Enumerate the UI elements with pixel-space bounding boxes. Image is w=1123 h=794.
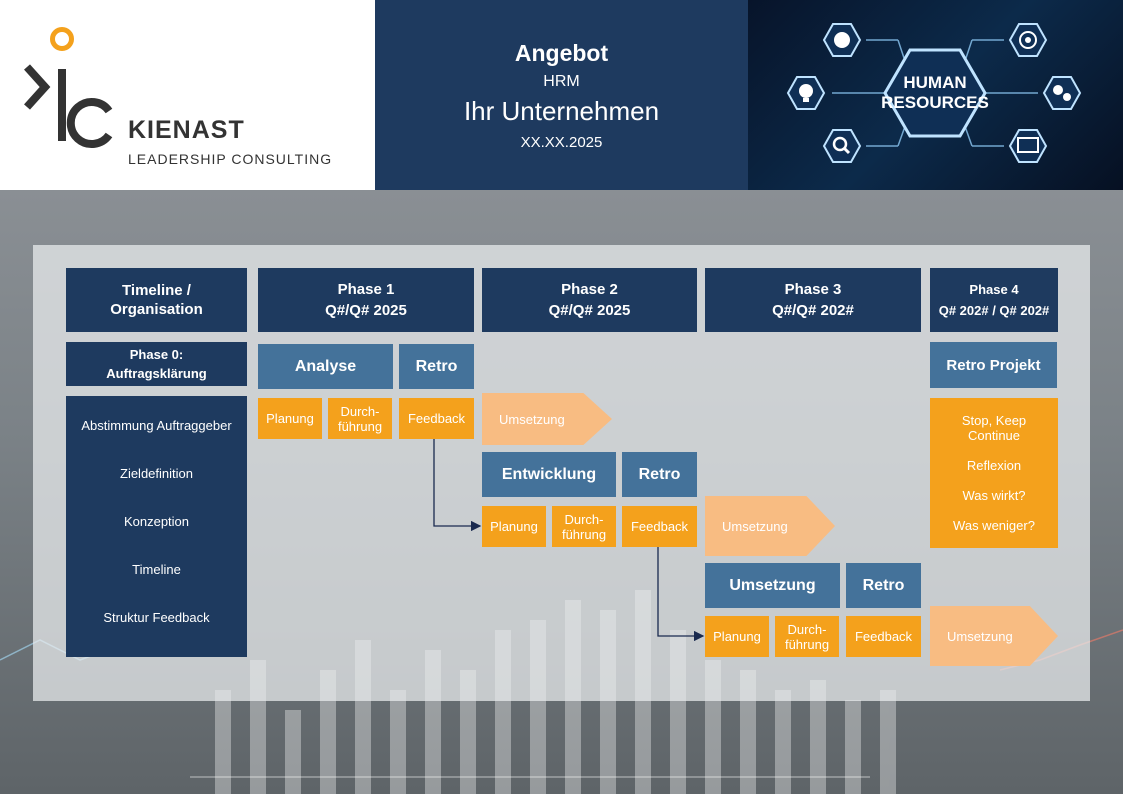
list-item: Zieldefinition <box>120 466 193 481</box>
timeline-header-line1: Timeline / <box>122 282 191 299</box>
phase3-date: Q#/Q# 202# <box>772 302 854 319</box>
durchfuehrung-box-3: Durch- führung <box>775 616 839 657</box>
umsetzung-arrow-2: Umsetzung <box>705 496 835 556</box>
feedback-box-1: Feedback <box>399 398 474 439</box>
logo-area: KIENAST LEADERSHIP CONSULTING <box>0 0 375 190</box>
entwicklung-box: Entwicklung <box>482 452 616 497</box>
kienast-logo-icon <box>24 27 113 148</box>
durchfuehrung-box-2: Durch- führung <box>552 506 616 547</box>
feedback-box-2: Feedback <box>622 506 697 547</box>
page-title: Angebot <box>514 40 609 66</box>
svg-text:HUMAN: HUMAN <box>903 73 966 92</box>
phase3-header: Phase 3 Q#/Q# 202# <box>705 268 921 332</box>
title-block: Angebot HRM Ihr Unternehmen XX.XX.2025 <box>375 0 748 190</box>
phase3-name: Phase 3 <box>784 281 842 298</box>
list-item: Abstimmung Auftraggeber <box>81 418 232 433</box>
retro-box-3: Retro <box>846 563 921 608</box>
durchfuehrung-line2: führung <box>784 636 830 652</box>
umsetzung-arrow-3: Umsetzung <box>930 606 1058 666</box>
phase1-header: Phase 1 Q#/Q# 2025 <box>258 268 474 332</box>
planung-box-1: Planung <box>258 398 322 439</box>
durchfuehrung-line1: Durch- <box>787 621 827 637</box>
list-item: Was weniger? <box>953 517 1035 533</box>
svg-text:RESOURCES: RESOURCES <box>881 93 989 112</box>
phase2-date: Q#/Q# 2025 <box>548 302 631 319</box>
umsetzung-box: Umsetzung <box>705 563 840 608</box>
company-name: Ihr Unternehmen <box>463 96 660 126</box>
durchfuehrung-line2: führung <box>337 418 383 434</box>
durchfuehrung-line1: Durch- <box>340 403 380 419</box>
logo-subtitle: LEADERSHIP CONSULTING <box>128 151 333 167</box>
retro-box-1: Retro <box>399 344 474 389</box>
retro-projekt-box: Retro Projekt <box>930 342 1057 388</box>
phase4-date: Q# 202# / Q# 202# <box>938 303 1050 318</box>
list-item: Konzeption <box>123 514 190 529</box>
umsetzung-arrow-1: Umsetzung <box>482 393 612 445</box>
durchfuehrung-line1: Durch- <box>564 511 604 527</box>
planung-box-3: Planung <box>705 616 769 657</box>
phase4-name: Phase 4 <box>969 282 1019 297</box>
phase1-date: Q#/Q# 2025 <box>325 302 407 319</box>
phase0-title-line1: Phase 0: <box>129 347 184 362</box>
list-item: Struktur Feedback <box>103 610 210 625</box>
phase2-header: Phase 2 Q#/Q# 2025 <box>482 268 697 332</box>
phase0-header: Phase 0: Auftragsklärung <box>66 342 247 386</box>
feedback-box-3: Feedback <box>846 616 921 657</box>
phase4-header: Phase 4 Q# 202# / Q# 202# <box>930 268 1058 332</box>
planung-box-2: Planung <box>482 506 546 547</box>
timeline-header: Timeline / Organisation <box>66 268 247 332</box>
phase1-name: Phase 1 <box>337 281 395 298</box>
durchfuehrung-line2: führung <box>561 526 607 542</box>
phase0-title-line2: Auftragsklärung <box>106 366 207 381</box>
date-label: XX.XX.2025 <box>520 134 603 151</box>
page-subtitle: HRM <box>543 73 580 90</box>
phase0-list: Abstimmung Auftraggeber Zieldefinition K… <box>66 396 247 657</box>
durchfuehrung-box-1: Durch- führung <box>328 398 392 439</box>
phase2-name: Phase 2 <box>561 281 618 298</box>
list-item: Was wirkt? <box>962 487 1026 503</box>
human-resources-graphic: HUMAN RESOURCES <box>748 0 1123 190</box>
timeline-header-line2: Organisation <box>110 301 203 318</box>
analyse-box: Analyse <box>258 344 393 389</box>
retro-projekt-list: Stop, Keep Continue Reflexion Was wirkt?… <box>930 398 1058 548</box>
logo-name: KIENAST <box>128 116 245 144</box>
list-item: Stop, Keep Continue <box>961 413 1027 444</box>
list-item: Reflexion <box>966 458 1022 474</box>
list-item: Timeline <box>132 562 181 577</box>
hr-network-icon: HUMAN RESOURCES <box>786 23 1082 163</box>
retro-box-2: Retro <box>622 452 697 497</box>
